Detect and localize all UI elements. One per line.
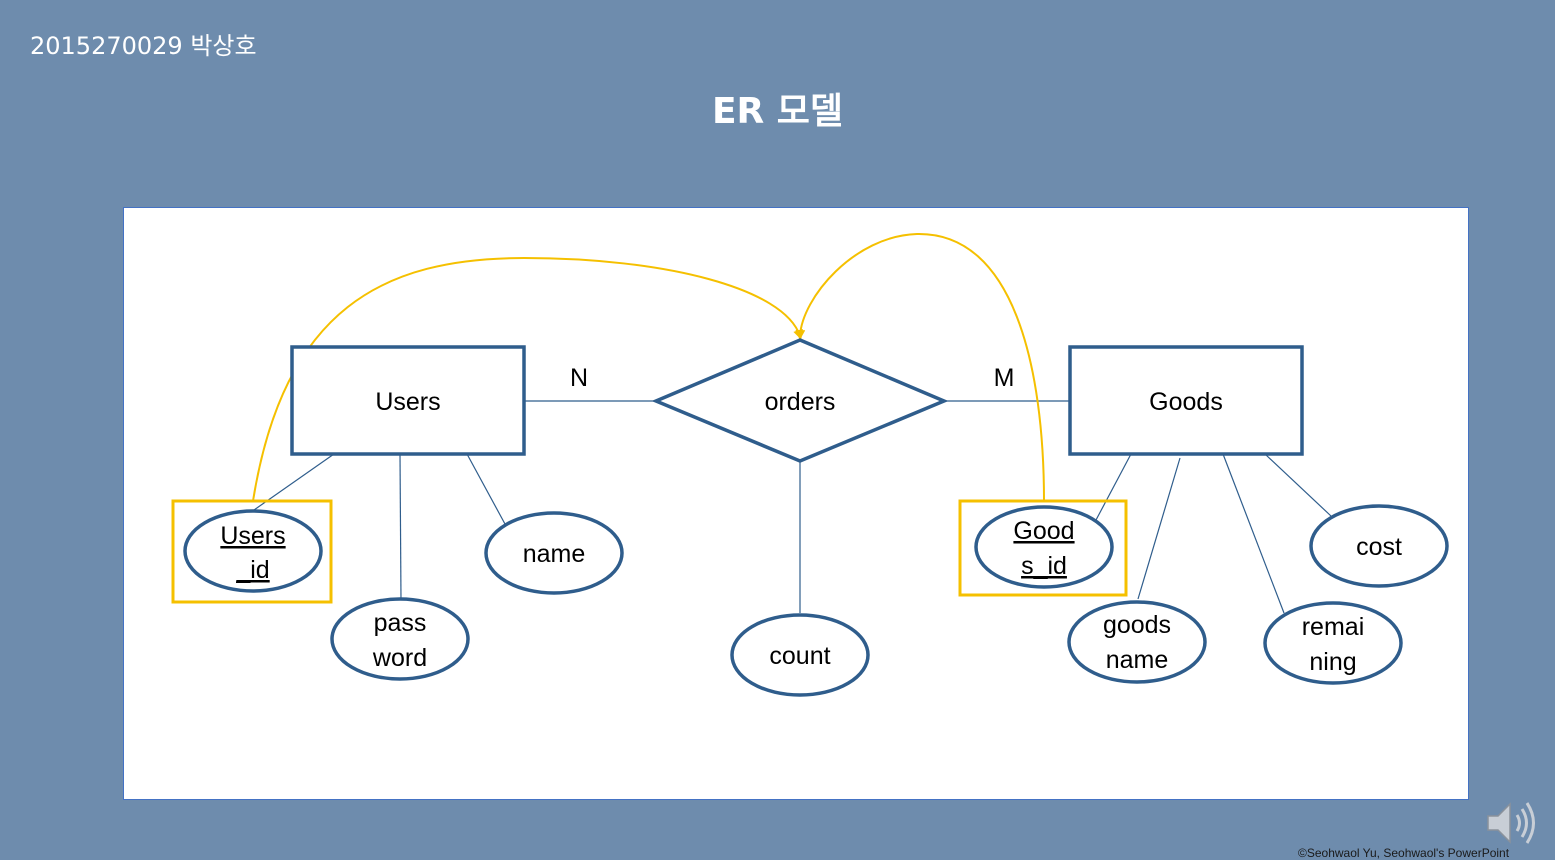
attribute-cost[interactable]: cost bbox=[1309, 504, 1449, 588]
attribute-remaining-ellipse bbox=[1263, 601, 1403, 685]
highlight-box-users-id bbox=[171, 499, 333, 604]
audio-speaker-icon[interactable] bbox=[1484, 798, 1540, 848]
arrow-goodsid-to-orders bbox=[795, 232, 1045, 502]
entity-goods-box bbox=[1068, 345, 1304, 456]
entity-users-label: Users bbox=[375, 388, 440, 416]
attribute-users-id[interactable]: Users _id bbox=[183, 509, 323, 593]
attribute-password-line2: word bbox=[372, 644, 427, 672]
attribute-name[interactable]: name bbox=[484, 511, 624, 595]
attribute-goods-id-line2: s_id bbox=[1021, 552, 1067, 580]
entity-users[interactable]: Users bbox=[290, 345, 526, 456]
er-diagram: Users Goods orders N M Users _id pass wo… bbox=[123, 207, 1469, 800]
attribute-password-ellipse bbox=[330, 597, 470, 681]
attribute-count-ellipse bbox=[730, 613, 870, 697]
attribute-remaining[interactable]: remai ning bbox=[1263, 601, 1403, 685]
entity-users-box bbox=[290, 345, 526, 456]
relationship-orders[interactable]: orders bbox=[651, 338, 949, 463]
cardinality-n-label: N bbox=[570, 364, 588, 392]
attribute-name-ellipse bbox=[484, 511, 624, 595]
attribute-users-id-line1: Users bbox=[220, 522, 285, 550]
line-users-password bbox=[399, 453, 402, 602]
connector-lines bbox=[253, 400, 1332, 614]
attribute-goods-name-line2: name bbox=[1106, 646, 1169, 674]
relationship-orders-diamond bbox=[651, 338, 949, 463]
relationship-orders-label: orders bbox=[765, 388, 836, 416]
attribute-password-line1: pass bbox=[374, 609, 427, 637]
line-goods-remaining bbox=[1222, 453, 1285, 614]
attribute-goods-name[interactable]: goods name bbox=[1067, 600, 1207, 684]
attribute-users-id-ellipse bbox=[183, 509, 323, 593]
attribute-cost-ellipse bbox=[1309, 504, 1449, 588]
entity-goods[interactable]: Goods bbox=[1068, 345, 1304, 456]
attribute-goods-id-ellipse bbox=[974, 505, 1114, 589]
line-goods-goodsid bbox=[1095, 453, 1132, 521]
author-label: 2015270029 박상호 bbox=[30, 32, 257, 60]
cardinality-m-label: M bbox=[994, 364, 1015, 392]
attribute-count[interactable]: count bbox=[730, 613, 870, 697]
attribute-goods-id[interactable]: Good s_id bbox=[974, 505, 1114, 589]
attribute-goods-name-line1: goods bbox=[1103, 611, 1171, 639]
attribute-name-label: name bbox=[523, 540, 586, 568]
attribute-remaining-line1: remai bbox=[1302, 613, 1365, 641]
attribute-goods-id-line1: Good bbox=[1013, 517, 1074, 545]
entity-goods-label: Goods bbox=[1149, 388, 1223, 416]
copyright-text: ©Seohwaol Yu, Seohwaol's PowerPoint bbox=[1298, 846, 1510, 860]
attribute-count-label: count bbox=[769, 642, 830, 670]
attribute-password[interactable]: pass word bbox=[330, 597, 470, 681]
line-goods-cost bbox=[1264, 453, 1332, 517]
line-users-name bbox=[466, 453, 506, 525]
attribute-users-id-line2: _id bbox=[235, 556, 269, 584]
slide-title: ER 모델 bbox=[711, 91, 844, 132]
line-goods-goodsname bbox=[1137, 457, 1181, 600]
attribute-goods-name-ellipse bbox=[1067, 600, 1207, 684]
attribute-cost-label: cost bbox=[1356, 533, 1402, 561]
attribute-remaining-line2: ning bbox=[1309, 648, 1356, 676]
er-diagram-canvas: Users Goods orders N M Users _id pass wo… bbox=[171, 232, 1449, 697]
